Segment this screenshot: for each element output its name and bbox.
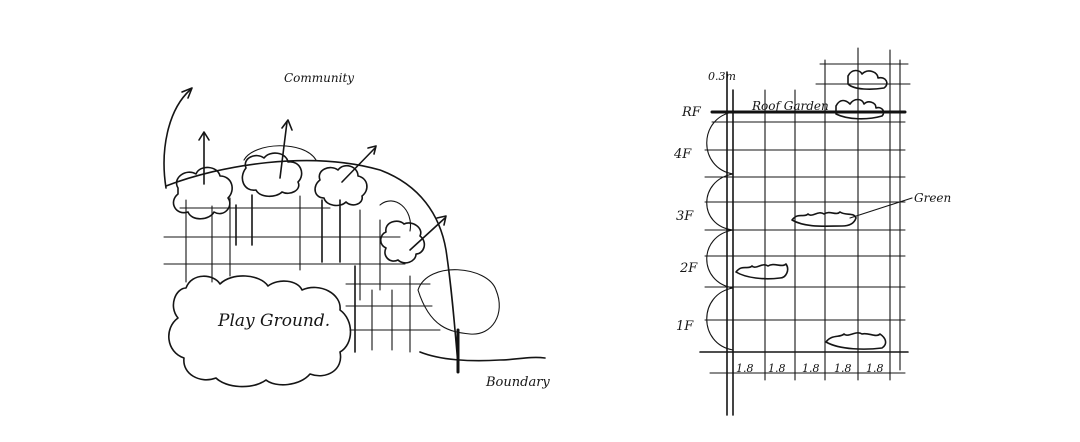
tree-halo [243,145,317,161]
tree-canopy [314,164,368,207]
balcony-curve [706,173,734,231]
boundary-label: Boundary [485,375,550,390]
arrow [279,121,288,179]
bay-label: 1.8 [736,362,754,375]
floor-label-1f: 1F [676,319,694,334]
tree-canopy [379,220,426,264]
top-dim-label: 0.3m [708,70,736,83]
roof-planting [847,69,888,90]
arrowhead [367,145,377,155]
arrowhead [181,87,193,99]
community-label: Community [284,71,354,85]
arrow [163,89,191,189]
green-label: Green [914,191,951,205]
bay-label: 1.8 [834,362,852,375]
arrow [341,147,376,183]
arrowhead [436,215,447,226]
arrowhead [198,131,210,141]
balcony-curve [706,111,734,175]
floor-label-rf: RF [681,105,702,120]
ground-line [419,351,546,362]
arrowhead [281,119,293,131]
bay-label: 1.8 [768,362,786,375]
floor-planting [825,332,887,350]
floor-planting [735,263,789,280]
right-sketch: 0.3m RF 4F 3F 2F 1F R [673,47,951,416]
playground-cloud [168,275,352,388]
balcony-curve [706,229,734,289]
roof-garden-label: Roof Garden [751,99,829,113]
floor-label-3f: 3F [676,209,694,224]
tree-halo [379,200,412,232]
roof-planting [835,98,885,120]
bay-label: 1.8 [802,362,820,375]
balcony-curve [706,287,734,351]
bay-label: 1.8 [866,362,884,375]
leader-line [849,197,913,219]
floor-label-4f: 4F [673,147,692,162]
tree-canopy [241,152,303,198]
floor-planting [791,211,857,228]
playground-label: Play Ground. [217,311,330,331]
tree-canopy [172,166,233,220]
arrow [409,217,446,251]
dome-arc [165,159,459,366]
floor-label-2f: 2F [679,261,698,276]
left-sketch: Community [163,71,550,390]
side-bubble [417,269,500,335]
